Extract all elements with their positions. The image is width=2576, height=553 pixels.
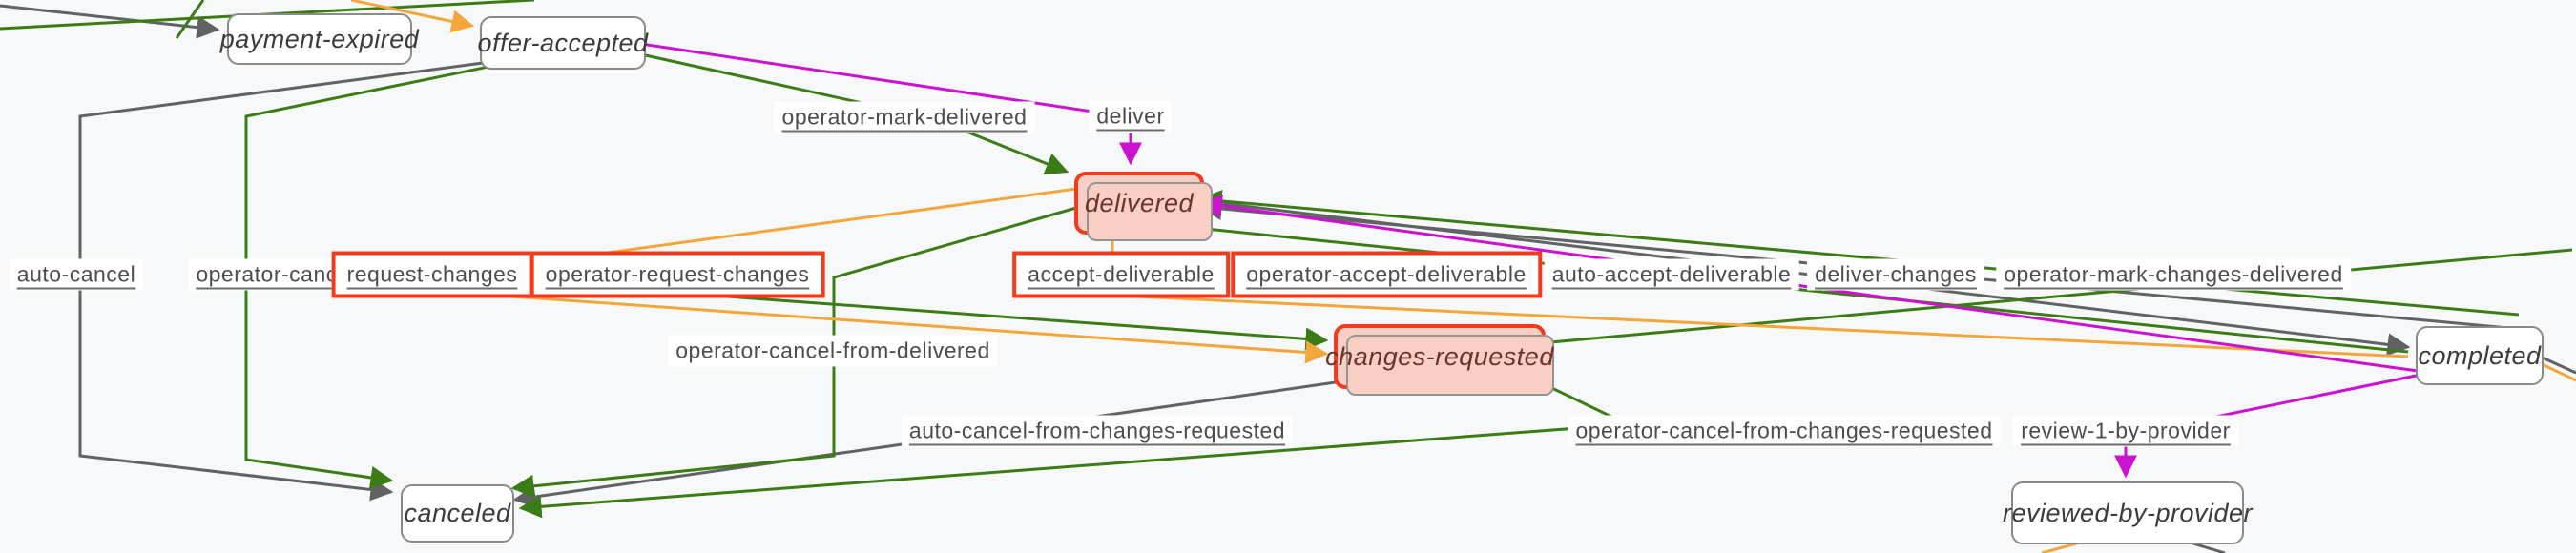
edge-label-deliver[interactable]: deliver bbox=[1089, 100, 1173, 133]
edge-label-auto-accept-deliverable[interactable]: auto-accept-deliverable bbox=[1544, 258, 1799, 291]
edge-label-request-changes[interactable]: request-changes bbox=[331, 251, 533, 298]
edge-completed-out-orange bbox=[2537, 360, 2576, 382]
edge-label-accept-deliverable[interactable]: accept-deliverable bbox=[1012, 251, 1230, 298]
edge-into-payment-expired bbox=[0, 4, 220, 39]
edge-operator-mark-delivered-b bbox=[961, 128, 1070, 175]
node-delivered[interactable]: delivered bbox=[1074, 172, 1213, 241]
edge-topleft-green-b bbox=[175, 0, 205, 39]
edge-completed-out-gray bbox=[2537, 354, 2576, 375]
node-completed[interactable]: completed bbox=[2416, 326, 2544, 385]
edge-operator-cancel-from-delivered bbox=[510, 206, 1077, 498]
edge-label-operator-cancel-from-changes-requested[interactable]: operator-cancel-from-changes-requested bbox=[1568, 415, 2001, 447]
node-reviewed-by-provider[interactable]: reviewed-by-provider bbox=[2003, 481, 2253, 544]
edge-label-auto-cancel[interactable]: auto-cancel bbox=[9, 258, 144, 291]
node-canceled[interactable]: canceled bbox=[401, 484, 514, 543]
node-offer-accepted[interactable]: offer-accepted bbox=[477, 16, 648, 70]
edge-label-operator-mark-changes-delivered[interactable]: operator-mark-changes-delivered bbox=[1996, 258, 2351, 291]
node-payment-expired[interactable]: payment-expired bbox=[220, 13, 419, 65]
edge-accept-deliverable-b bbox=[1115, 294, 2409, 358]
edge-label-auto-cancel-from-changes-requested[interactable]: auto-cancel-from-changes-requested bbox=[901, 415, 1294, 447]
edge-changes-requested-out-green bbox=[1539, 248, 2573, 345]
edge-label-operator-request-changes[interactable]: operator-request-changes bbox=[530, 251, 825, 298]
edge-label-deliver-changes[interactable]: deliver-changes bbox=[1807, 258, 1984, 291]
node-changes-requested[interactable]: changes-requested bbox=[1325, 324, 1554, 396]
edge-label-operator-cancel-from-delivered: operator-cancel-from-delivered bbox=[668, 335, 998, 367]
edge-label-review-1-by-provider[interactable]: review-1-by-provider bbox=[2013, 415, 2238, 447]
edge-deliver-changes bbox=[1198, 189, 2520, 317]
edge-into-offer-accepted bbox=[350, 0, 475, 33]
edge-label-operator-accept-deliverable[interactable]: operator-accept-deliverable bbox=[1231, 251, 1542, 298]
edge-label-operator-mark-delivered[interactable]: operator-mark-delivered bbox=[774, 101, 1035, 133]
